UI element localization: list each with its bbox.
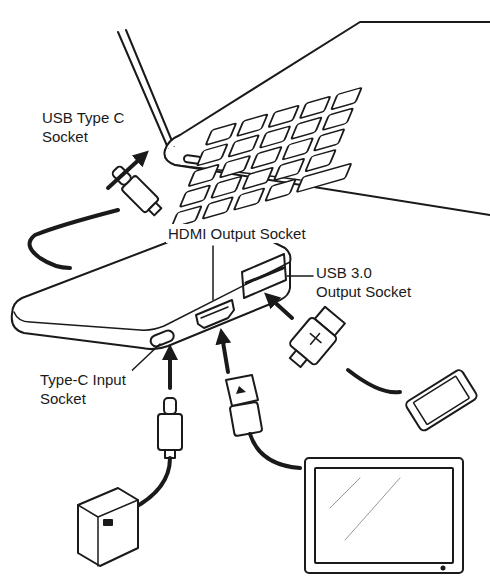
laptop <box>118 22 490 228</box>
key <box>211 176 241 198</box>
laptop-cable <box>30 156 165 268</box>
key <box>260 126 290 148</box>
key <box>323 108 353 130</box>
key <box>268 105 298 127</box>
hdmi-port <box>196 300 234 328</box>
hub <box>12 225 291 349</box>
key <box>314 129 344 151</box>
key <box>234 188 264 210</box>
key <box>243 167 273 189</box>
usb-cable <box>270 298 478 432</box>
part-label: USB Type C Socket <box>40 108 136 146</box>
key <box>203 197 233 219</box>
key <box>251 147 281 169</box>
part-label: HDMI Output Socket <box>166 224 308 243</box>
charger <box>78 488 138 566</box>
part-label: Type-C Input Socket <box>38 370 132 408</box>
key <box>305 150 335 172</box>
part-label: USB 3.0 Output Socket <box>314 263 422 301</box>
key <box>237 114 267 136</box>
leader-usb <box>287 275 313 277</box>
usb-port <box>242 254 286 298</box>
key <box>180 185 210 207</box>
key <box>228 135 258 157</box>
key <box>331 88 361 110</box>
key <box>197 144 227 166</box>
leader-hdmi <box>212 246 214 300</box>
phone <box>404 368 478 432</box>
monitor <box>305 458 463 573</box>
key <box>283 138 313 160</box>
key <box>300 96 330 118</box>
key <box>274 159 304 181</box>
key <box>206 123 236 145</box>
key <box>297 163 352 192</box>
type-c-port <box>149 329 175 348</box>
key <box>265 179 295 201</box>
key <box>220 156 250 178</box>
hdmi-cable <box>222 336 463 573</box>
key <box>188 165 218 187</box>
key <box>291 117 321 139</box>
